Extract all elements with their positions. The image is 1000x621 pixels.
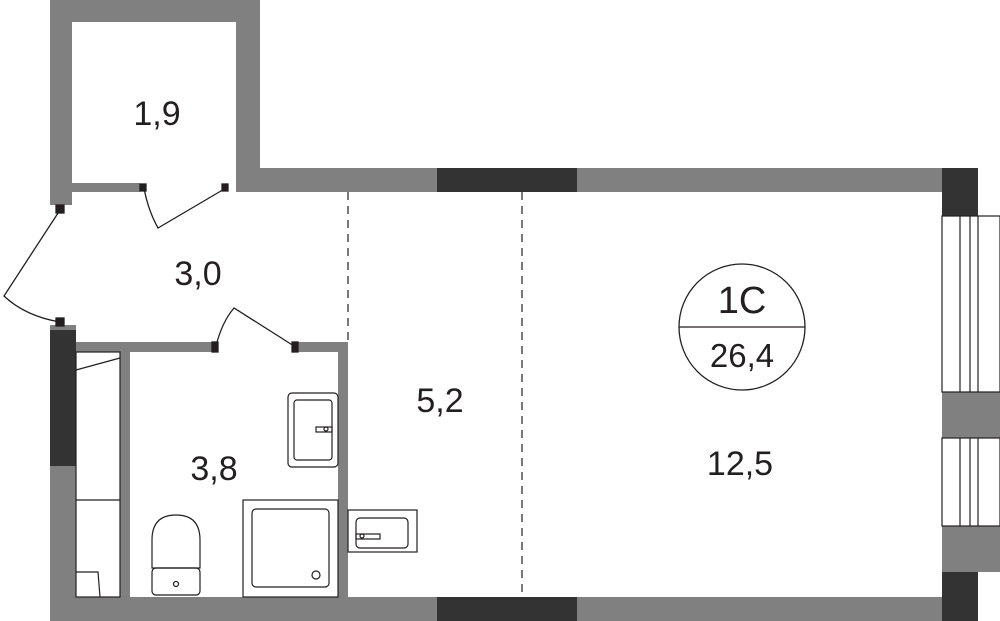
room-area-kitchen: 5,2 (416, 382, 463, 420)
door-bathroom (215, 307, 295, 347)
door-entrance (3, 209, 61, 323)
wall-right-low (942, 526, 1000, 572)
wall-storage-top (50, 0, 260, 22)
fixtures (75, 351, 418, 598)
room-area-bathroom: 3,8 (190, 450, 237, 488)
apartment-total-area: 26,4 (710, 337, 774, 374)
dark-wall-left (50, 330, 76, 466)
wall-storage-left (50, 0, 72, 205)
structural-walls (50, 168, 978, 621)
wall-bath-niche (120, 352, 130, 597)
room-area-living: 12,5 (707, 445, 773, 483)
shower-tray (242, 499, 339, 598)
apartment-badge: 1С 26,4 (678, 263, 806, 391)
dark-wall-right-bottom (942, 572, 978, 621)
dark-wall-bottom (437, 597, 577, 621)
dark-wall-top (437, 168, 577, 192)
window-upper (941, 215, 1000, 393)
bathtub (75, 351, 121, 598)
dark-wall-right-top (942, 168, 978, 216)
wall-right-mid (942, 392, 1000, 438)
wall-top (236, 168, 946, 192)
toilet (151, 514, 201, 596)
wall-storage-bottom-left (72, 183, 140, 192)
room-area-storage: 1,9 (133, 95, 180, 133)
bathroom-sink (287, 392, 339, 468)
walls (50, 0, 1000, 621)
window-lower (941, 437, 1000, 527)
zone-dividers (347, 192, 523, 597)
wall-bath-right (338, 342, 348, 597)
wall-bath-top-right (296, 342, 348, 352)
room-area-hallway: 3,0 (174, 255, 221, 293)
wall-storage-right (236, 0, 260, 192)
wall-bath-top-left (76, 342, 214, 352)
windows (941, 215, 1000, 527)
kitchen-sink (347, 509, 418, 553)
apartment-type-label: 1С (718, 280, 767, 322)
door-storage (143, 187, 227, 229)
doors (3, 183, 299, 353)
